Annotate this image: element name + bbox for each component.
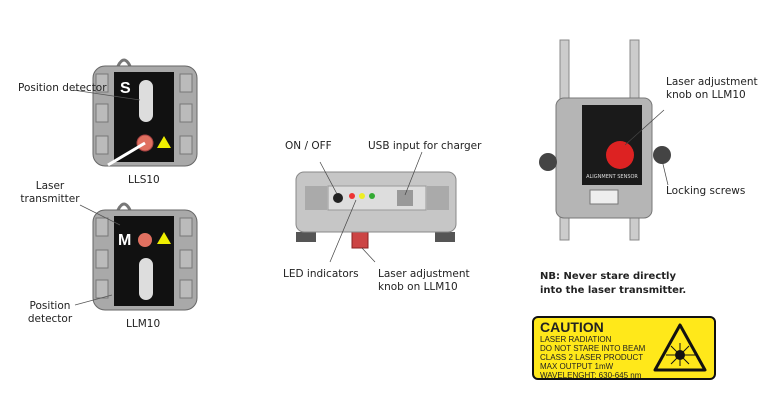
caution-line: LASER RADIATION [540, 335, 612, 344]
caution-line: WAVELENGHT: 630-645 nm [540, 371, 642, 380]
charger-device [295, 151, 457, 263]
label-knob-right: Laser adjustment knob on LLM10 [666, 76, 758, 101]
label-laser-transmitter: Laser transmitter [20, 180, 80, 205]
caution-line: CLASS 2 LASER PRODUCT [540, 353, 644, 362]
caution-title: CAUTION [540, 319, 604, 335]
label-position-detector-lls: Position detector [18, 82, 107, 94]
caution-line: MAX OUTPUT 1mW [540, 362, 614, 371]
sensor-text: ALIGNMENT SENSOR [586, 174, 638, 180]
safety-note: NB: Never stare directly into the laser … [540, 271, 687, 296]
laser-warning-icon [653, 323, 707, 372]
lls10-device: S [72, 58, 198, 167]
label-position-detector-llm: Position detector [27, 300, 73, 325]
label-knob-center: Laser adjustment knob on LLM10 [378, 268, 470, 293]
label-locking-screws: Locking screws [666, 185, 746, 197]
caution-label: CAUTION LASER RADIATION DO NOT STARE INT… [532, 316, 716, 380]
llm10-letter: M [118, 232, 131, 249]
lls10-name: LLS10 [128, 174, 160, 186]
label-usb: USB input for charger [368, 140, 482, 152]
label-on-off: ON / OFF [285, 140, 332, 152]
llm10-name: LLM10 [126, 318, 161, 330]
lls10-letter: S [120, 80, 131, 97]
caution-line: DO NOT STARE INTO BEAM [540, 344, 646, 353]
label-led: LED indicators [283, 268, 359, 280]
llm10-device: M [74, 202, 198, 311]
mounted-device: ALIGNMENT SENSOR [539, 39, 671, 241]
